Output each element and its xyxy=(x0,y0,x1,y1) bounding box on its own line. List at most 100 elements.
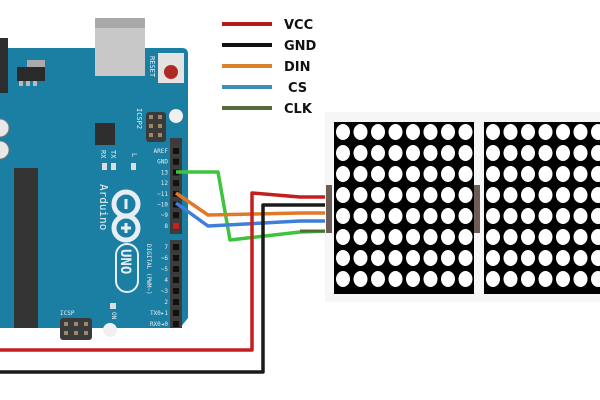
led-dot xyxy=(371,145,385,161)
led-dot xyxy=(353,229,368,245)
legend-label: VCC xyxy=(284,18,313,33)
rx-led xyxy=(102,163,107,170)
icsp-label: ICSP xyxy=(60,310,75,317)
digital-label: DIGITAL (PWM~) xyxy=(145,244,152,295)
led-dot xyxy=(388,271,403,287)
led-dot xyxy=(591,124,600,140)
pin-label: ~10 xyxy=(157,202,168,209)
led-dot xyxy=(538,229,553,245)
icsp2-pins xyxy=(149,115,162,137)
pin-label: 13 xyxy=(161,169,169,176)
header-pin[interactable] xyxy=(173,255,179,261)
header-pin[interactable] xyxy=(173,148,179,154)
reset-button-cap[interactable] xyxy=(164,65,178,79)
l-led xyxy=(131,163,136,170)
led-dot xyxy=(503,271,518,287)
pin-label: GND xyxy=(157,159,168,166)
led-dot xyxy=(486,166,500,182)
header-pin[interactable] xyxy=(173,180,179,187)
usb-chip xyxy=(95,123,115,145)
regulator-leg xyxy=(33,81,37,86)
icsp2-label: ICSP2 xyxy=(135,108,143,129)
led-dot xyxy=(336,166,350,182)
header-pin[interactable] xyxy=(173,212,179,219)
header-pin[interactable] xyxy=(173,158,179,165)
led-dot xyxy=(573,250,588,266)
led-dot xyxy=(556,166,570,182)
led-dot xyxy=(336,271,350,287)
atmega-chip xyxy=(14,168,38,328)
led-dot xyxy=(521,250,535,266)
led-dot xyxy=(538,124,553,140)
led-dot xyxy=(336,145,350,161)
led-dot xyxy=(486,208,500,224)
led-dot xyxy=(486,187,500,203)
header-pin[interactable] xyxy=(173,321,179,327)
wire-vcc xyxy=(0,191,330,352)
regulator-tab xyxy=(27,60,45,68)
led-dot xyxy=(406,187,420,203)
pin-label: 8 xyxy=(164,223,168,230)
led-dot xyxy=(556,250,570,266)
led-dot xyxy=(486,229,500,245)
rx-label: RX xyxy=(99,150,107,159)
header-pin[interactable] xyxy=(173,244,179,250)
led-dot xyxy=(503,124,518,140)
capacitor xyxy=(0,118,10,138)
pin-label: ~3 xyxy=(161,288,169,295)
led-dot xyxy=(423,250,438,266)
header-pin[interactable] xyxy=(173,299,179,305)
led-dot xyxy=(388,166,403,182)
pin-label: RX0◂0 xyxy=(150,321,168,328)
header-pin[interactable] xyxy=(173,222,179,229)
led-dot xyxy=(521,124,535,140)
wire-cs xyxy=(174,201,330,228)
led-dot xyxy=(388,208,403,224)
pin-label: 2 xyxy=(164,299,168,306)
led-dot xyxy=(521,166,535,182)
led-dot xyxy=(371,271,385,287)
led-dot xyxy=(336,187,350,203)
pin-label: AREF xyxy=(154,148,169,155)
led-dot xyxy=(458,145,473,161)
logo-symbols xyxy=(121,199,131,233)
header-pin[interactable] xyxy=(173,310,179,316)
led-dot xyxy=(556,271,570,287)
regulator-leg xyxy=(26,81,30,86)
led-dot xyxy=(336,250,350,266)
header-pin[interactable] xyxy=(173,288,179,294)
led-dot xyxy=(458,166,473,182)
led-dot xyxy=(423,187,438,203)
led-dot xyxy=(441,187,455,203)
led-dot xyxy=(388,145,403,161)
led-dot xyxy=(591,166,600,182)
pin-label: 7 xyxy=(164,244,168,251)
led-dot xyxy=(353,271,368,287)
led-dot xyxy=(591,271,600,287)
led-dot xyxy=(406,208,420,224)
led-dot xyxy=(538,250,553,266)
led-dot xyxy=(573,229,588,245)
led-dot xyxy=(503,187,518,203)
board-pcb xyxy=(0,48,188,328)
regulator-leg xyxy=(19,81,23,86)
led-dot xyxy=(441,208,455,224)
led-dot xyxy=(371,124,385,140)
led-dot xyxy=(423,271,438,287)
arduino-board: RESET ICSP2 TX RX L Arduino UNO xyxy=(0,18,188,340)
led-dot xyxy=(458,208,473,224)
matrix-input-header xyxy=(326,185,332,233)
capacitor xyxy=(0,140,10,160)
uno-label: UNO xyxy=(117,249,133,274)
led-dot xyxy=(353,250,368,266)
led-dot xyxy=(353,187,368,203)
led-dot xyxy=(458,124,473,140)
legend-item: CLK xyxy=(222,102,313,117)
legend-label: DIN xyxy=(284,60,311,75)
led-dot xyxy=(441,250,455,266)
header-pin[interactable] xyxy=(173,266,179,272)
header-pin[interactable] xyxy=(173,277,179,283)
led-dot xyxy=(336,124,350,140)
